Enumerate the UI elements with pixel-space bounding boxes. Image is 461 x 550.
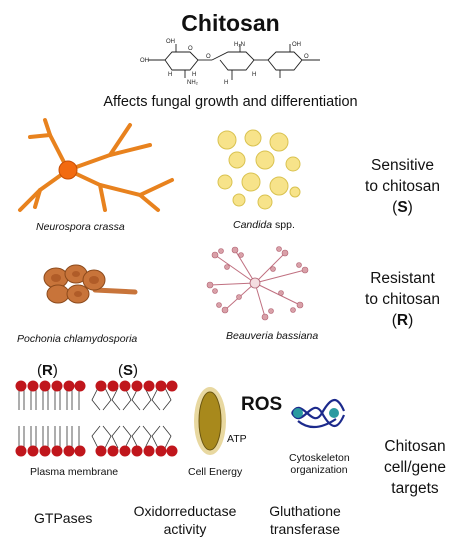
membrane-s-label: (S) <box>118 362 139 379</box>
ros-label: ROS <box>241 394 283 415</box>
gluthatione-label: Gluthatione transferase <box>269 503 341 537</box>
molecule-label: O <box>304 54 309 60</box>
oxidoreductase-label: Oxidorreductase activity <box>133 503 237 537</box>
chitosan-structure: OH OH O O H H H H NH₂ H₂N OH O <box>140 39 320 86</box>
beauveria-bassiana-image <box>206 246 309 321</box>
atp-label: ATP <box>227 433 247 445</box>
candida-image <box>217 129 301 210</box>
molecule-label: H <box>224 80 228 86</box>
gtpases-label: GTPases <box>34 510 93 526</box>
plasma-membrane-image <box>15 380 178 457</box>
molecule-label: NH₂ <box>187 80 199 86</box>
sensitive-label: Sensitive to chitosan (S) <box>365 157 440 216</box>
mitochondrion-image <box>194 387 226 455</box>
beauveria-label: Beauveria bassiana <box>226 330 319 342</box>
cytoskeleton-label: Cytoskeleton organization <box>289 452 350 476</box>
molecule-label: H <box>168 72 172 78</box>
molecule-label: H <box>192 72 196 78</box>
molecule-label: OH <box>166 39 175 45</box>
targets-label: Chitosan cell/gene targets <box>383 438 447 497</box>
cell-energy-label: Cell Energy <box>188 466 243 478</box>
page-title: Chitosan <box>181 10 280 36</box>
pochonia-label: Pochonia chlamydosporia <box>17 333 138 345</box>
candida-label: Candida spp. <box>233 219 295 231</box>
molecule-label: O <box>188 46 193 52</box>
membrane-r-label: (R) <box>37 362 58 379</box>
molecule-label: H₂N <box>234 42 245 48</box>
subtitle: Affects fungal growth and differentiatio… <box>103 94 358 110</box>
neurospora-label: Neurospora crassa <box>36 221 125 233</box>
plasma-membrane-label: Plasma membrane <box>30 466 119 478</box>
resistant-label: Resistant to chitosan (R) <box>365 270 440 329</box>
molecule-label: OH <box>140 58 149 64</box>
molecule-label: H <box>252 72 256 78</box>
molecule-label: OH <box>292 42 301 48</box>
pochonia-chlamydosporia-image <box>43 264 138 304</box>
molecule-label: O <box>206 54 211 60</box>
neurospora-crassa-image <box>18 118 174 212</box>
cytoskeleton-image <box>291 398 346 428</box>
